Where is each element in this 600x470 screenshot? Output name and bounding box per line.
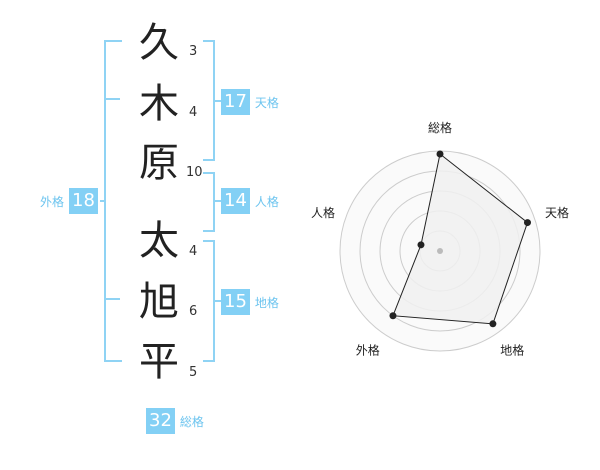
- chikaku-badge: 15 地格: [221, 289, 279, 315]
- given-char-2: 旭: [139, 279, 179, 325]
- tenkaku-badge: 17 天格: [221, 89, 279, 115]
- gaikaku-value: 18: [69, 188, 98, 214]
- soukaku-value: 32: [146, 408, 175, 434]
- soukaku-badge: 32 総格: [146, 408, 204, 434]
- radar-axis-label-1: 総格: [428, 120, 452, 135]
- stroke-count-surname-3: 10: [186, 165, 203, 180]
- radar-point-5: [417, 241, 425, 249]
- stroke-count-surname-1: 3: [189, 44, 198, 59]
- radar-axis-label-2: 天格: [545, 205, 569, 220]
- radar-polygon: [392, 153, 529, 325]
- radar-axis-label-3: 地格: [500, 343, 524, 358]
- tenkaku-connector: [213, 100, 221, 102]
- surname-char-1: 久: [139, 20, 179, 66]
- radar-center-dot: [437, 248, 443, 254]
- jinkaku-badge: 14 人格: [221, 188, 279, 214]
- radar-axis-label-4: 外格: [356, 343, 380, 358]
- tenkaku-label: 天格: [254, 95, 279, 110]
- radar-axis-label-5: 人格: [311, 205, 335, 220]
- soukaku-label: 総格: [179, 414, 204, 429]
- stroke-count-given-3: 5: [189, 365, 198, 380]
- radar-point-4: [389, 312, 397, 320]
- surname-char-2: 木: [139, 81, 179, 127]
- gaikaku-bracket-tick-1: [104, 98, 120, 100]
- stroke-count-given-1: 4: [189, 244, 198, 259]
- chikaku-connector: [213, 300, 221, 302]
- gaikaku-label: 外格: [40, 194, 65, 209]
- gaikaku-bracket-tick-2: [104, 298, 120, 300]
- radar-point-2: [523, 219, 531, 227]
- jinkaku-connector: [213, 200, 221, 202]
- chikaku-label: 地格: [254, 295, 279, 310]
- jinkaku-value: 14: [221, 188, 250, 214]
- gaikaku-badge: 外格 18: [40, 188, 98, 214]
- stroke-count-given-2: 6: [189, 304, 198, 319]
- given-char-3: 平: [139, 339, 179, 385]
- radar-point-3: [489, 320, 497, 328]
- tenkaku-value: 17: [221, 89, 250, 115]
- gaikaku-bracket: [104, 40, 122, 362]
- chikaku-value: 15: [221, 289, 250, 315]
- surname-char-3: 原: [139, 140, 179, 186]
- radar-point-1: [436, 150, 444, 158]
- jinkaku-bracket: [203, 172, 215, 232]
- stroke-count-surname-2: 4: [189, 105, 198, 120]
- gaikaku-connector: [100, 200, 104, 202]
- given-char-1: 太: [139, 218, 179, 264]
- jinkaku-label: 人格: [254, 194, 279, 209]
